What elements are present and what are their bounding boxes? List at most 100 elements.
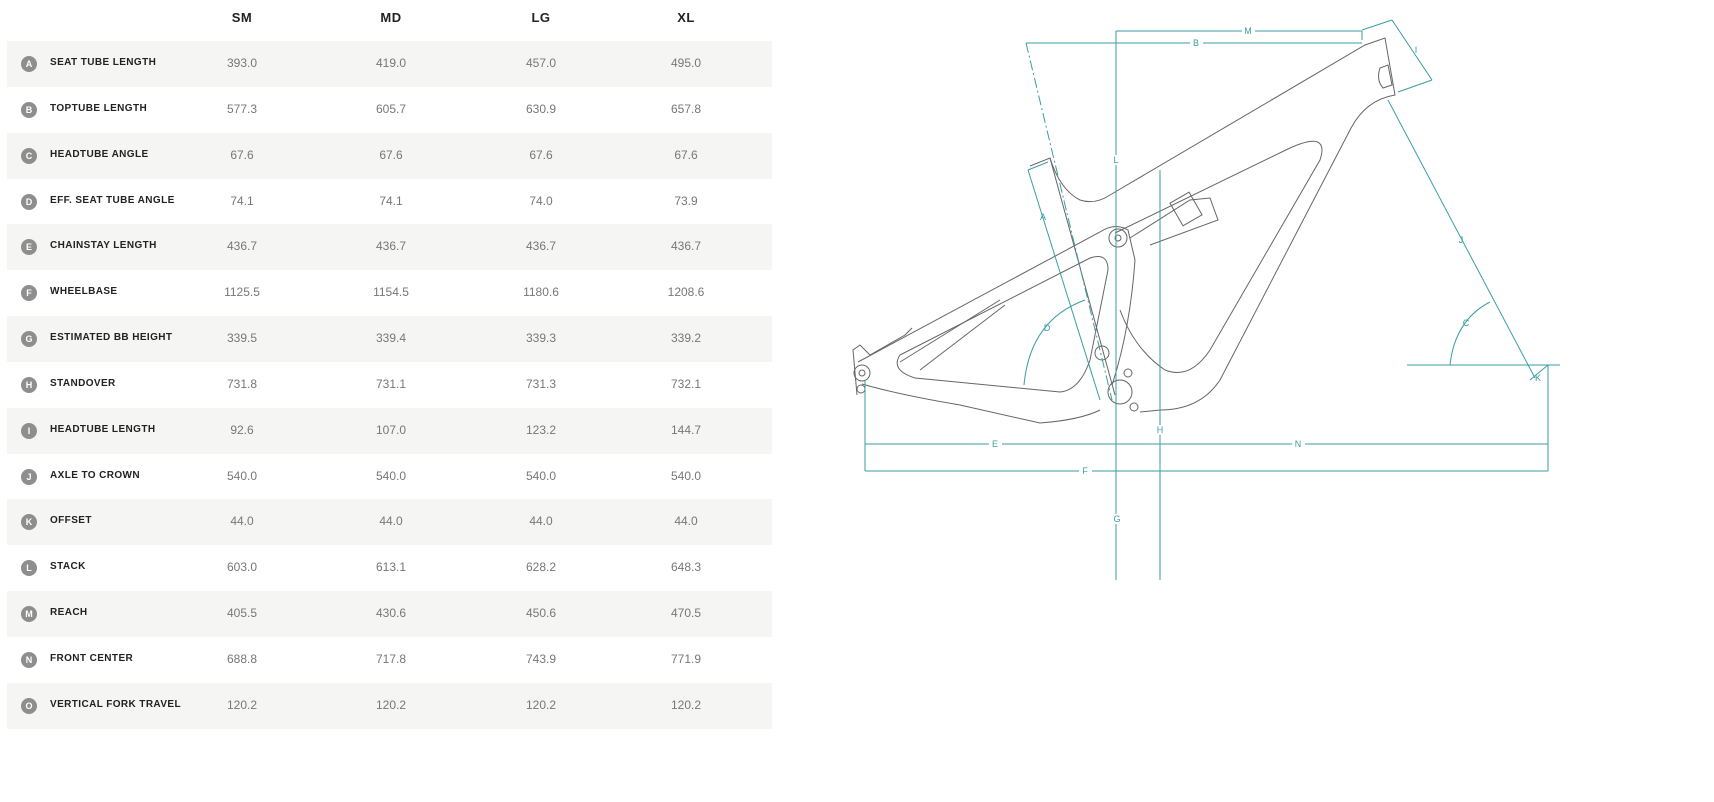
front-triangle-opening	[1114, 140, 1323, 373]
row-label: SEAT TUBE LENGTH	[50, 57, 157, 68]
cell-value: 436.7	[226, 239, 258, 254]
row-label: VERTICAL FORK TRAVEL	[50, 698, 181, 710]
label-k: K	[1535, 373, 1541, 383]
column-header-lg: LG	[531, 10, 551, 25]
main-frame-outline	[1029, 37, 1396, 413]
cell-value: 67.6	[674, 147, 698, 162]
cell-value: 74.1	[230, 193, 254, 208]
row-label: WHEELBASE	[50, 286, 118, 298]
cell-value: 67.6	[529, 147, 553, 162]
cell-value: 605.7	[375, 101, 407, 116]
label-g: G	[1113, 514, 1120, 524]
row-label: TOPTUBE LENGTH	[50, 102, 148, 114]
letter-badge: G	[21, 331, 37, 348]
rear-axle	[853, 364, 871, 382]
cell-value: 44.0	[230, 514, 254, 529]
chainstay	[861, 383, 1101, 424]
cell-value: 630.9	[525, 101, 557, 116]
label-b: B	[1193, 38, 1199, 48]
bottom-bracket	[1107, 379, 1133, 405]
cell-value: 731.1	[375, 376, 407, 391]
row-label: STANDOVER	[50, 377, 116, 389]
cell-value: 628.2	[525, 560, 557, 575]
cell-value: 144.7	[670, 422, 702, 437]
cell-value: 436.7	[670, 239, 702, 254]
cell-value: 657.8	[670, 101, 702, 116]
cell-value: 44.0	[379, 514, 403, 529]
cell-value: 339.2	[670, 331, 702, 346]
cell-value: 419.0	[375, 56, 407, 70]
cell-value: 120.2	[226, 697, 258, 712]
cell-value: 67.6	[230, 147, 254, 162]
cell-value: 613.1	[375, 560, 407, 575]
cell-value: 73.9	[674, 193, 698, 208]
cell-value: 732.1	[670, 376, 702, 391]
cell-value: 44.0	[674, 514, 698, 529]
cell-value: 1154.5	[373, 285, 409, 300]
seatstay	[857, 226, 1136, 386]
cell-value: 470.5	[670, 606, 702, 621]
cell-value: 339.5	[226, 331, 258, 346]
cell-value: 436.7	[525, 239, 557, 254]
cell-value: 603.0	[226, 560, 258, 575]
row-label: STACK	[50, 561, 86, 573]
cell-value: 1180.6	[523, 285, 559, 300]
cell-value: 540.0	[525, 468, 557, 483]
row-label: HEADTUBE ANGLE	[50, 148, 149, 160]
row-label: REACH	[50, 607, 88, 619]
label-e: E	[992, 439, 998, 449]
column-header-md: MD	[380, 10, 402, 25]
cell-value: 120.2	[525, 697, 557, 712]
label-j: J	[1459, 235, 1464, 245]
cell-value: 339.3	[525, 331, 557, 346]
row-label: AXLE TO CROWN	[50, 469, 141, 481]
cell-value: 74.1	[379, 193, 403, 208]
letter-badge: E	[21, 239, 37, 256]
cell-value: 1125.5	[224, 285, 260, 300]
column-header-sm: SM	[231, 10, 253, 25]
main-pivot	[1108, 228, 1128, 248]
letter-badge: D	[21, 193, 37, 210]
cell-value: 74.0	[529, 193, 553, 208]
cell-value: 540.0	[670, 468, 702, 483]
cell-value: 731.8	[226, 376, 258, 391]
cell-value: 743.9	[525, 651, 557, 666]
label-c: C	[1463, 318, 1470, 328]
dimension-lines	[864, 19, 1560, 580]
size-header: SM MD LG XL	[7, 0, 772, 41]
stay-detail	[899, 299, 1006, 371]
cell-value: 393.0	[226, 56, 258, 70]
cell-value: 67.6	[379, 147, 403, 162]
cell-value: 771.9	[670, 651, 702, 666]
cell-value: 540.0	[375, 468, 407, 483]
cell-value: 457.0	[525, 56, 557, 70]
row-label: CHAINSTAY LENGTH	[50, 240, 157, 252]
cell-value: 436.7	[375, 239, 407, 254]
label-d: D	[1044, 323, 1051, 333]
letter-badge: H	[21, 376, 37, 393]
letter-badge: F	[21, 285, 37, 302]
cell-value: 120.2	[375, 697, 407, 712]
cell-value: 495.0	[670, 56, 702, 70]
cell-value: 123.2	[525, 422, 557, 437]
letter-badge: J	[21, 468, 37, 485]
letter-badge: I	[21, 422, 37, 439]
label-a: A	[1040, 212, 1046, 222]
label-f: F	[1082, 466, 1088, 476]
bike-frame-drawing	[852, 37, 1396, 424]
rear-triangle-opening	[896, 256, 1109, 393]
column-header-xl: XL	[677, 10, 695, 25]
label-m: M	[1244, 26, 1252, 36]
letter-badge: N	[21, 651, 37, 668]
